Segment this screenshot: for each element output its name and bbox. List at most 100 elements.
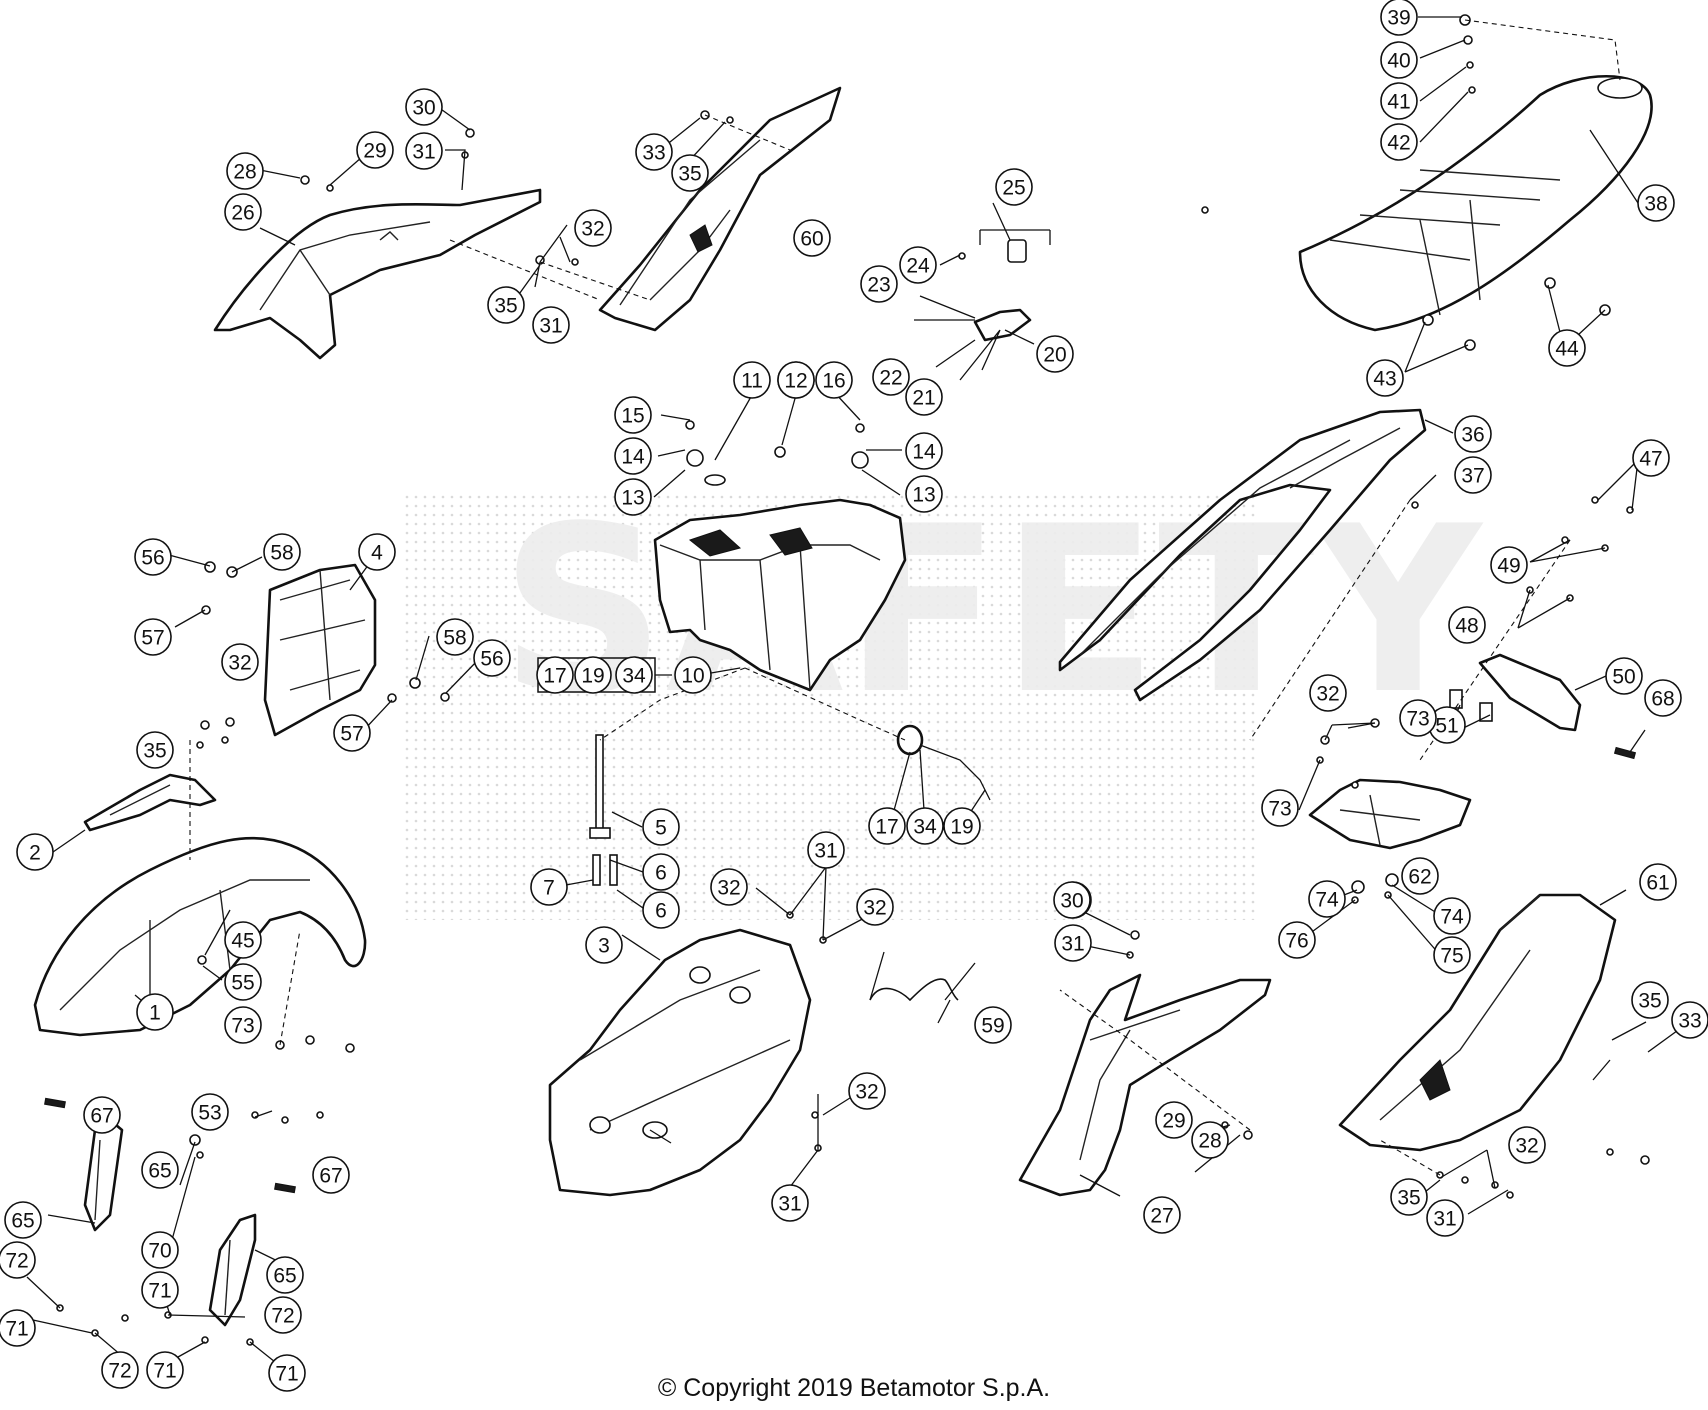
callout-label: 12 <box>784 370 807 393</box>
callout-label: 43 <box>1373 368 1396 391</box>
callout-label: 31 <box>539 315 562 338</box>
callout-label: 40 <box>1387 50 1410 73</box>
callout-20: 20 <box>1036 335 1074 373</box>
part-side-panel-left <box>1018 973 1272 1197</box>
callout-5: 5 <box>642 808 680 846</box>
callout-label: 34 <box>622 665 646 688</box>
callout-32: 32 <box>574 209 612 247</box>
callout-label: 67 <box>319 1165 342 1188</box>
callout-43: 43 <box>1366 359 1404 397</box>
callout-31: 31 <box>405 132 443 170</box>
callout-32: 32 <box>856 888 894 926</box>
callout-label: 68 <box>1651 688 1674 711</box>
part-reflector-rear <box>1613 746 1637 760</box>
callout-label: 49 <box>1497 555 1520 578</box>
part-fork-guard-right <box>208 1213 257 1327</box>
callout-49: 49 <box>1490 546 1528 584</box>
callout-label: 58 <box>270 542 293 565</box>
callout-50: 50 <box>1605 657 1643 695</box>
callout-label: 32 <box>1515 1135 1538 1158</box>
callout-48: 48 <box>1448 606 1486 644</box>
callout-label: 26 <box>231 202 254 225</box>
callout-label: 60 <box>800 228 823 251</box>
part-rear-bracket <box>1478 653 1582 732</box>
callout-21: 21 <box>905 378 943 416</box>
callout-2: 2 <box>16 833 54 871</box>
callout-label: 20 <box>1043 344 1066 367</box>
callout-65: 65 <box>266 1256 304 1294</box>
callout-label: 7 <box>543 877 555 900</box>
part-tank-bracket <box>973 239 1032 342</box>
callout-56: 56 <box>134 538 172 576</box>
callout-72: 72 <box>264 1296 302 1334</box>
callout-58: 58 <box>436 618 474 656</box>
callout-72: 72 <box>101 1351 139 1389</box>
callout-60: 60 <box>793 219 831 257</box>
callout-17: 17 <box>536 656 574 694</box>
callout-31: 31 <box>771 1184 809 1222</box>
callout-label: 73 <box>1268 798 1291 821</box>
callout-57: 57 <box>333 714 371 752</box>
callout-label: 14 <box>912 441 936 464</box>
callout-label: 72 <box>5 1250 28 1273</box>
callout-label: 2 <box>29 842 41 865</box>
callout-label: 35 <box>494 295 517 318</box>
callout-label: 19 <box>950 816 973 839</box>
callout-label: 38 <box>1644 193 1667 216</box>
callout-label: 75 <box>1440 945 1463 968</box>
callout-label: 45 <box>231 930 254 953</box>
callout-59: 59 <box>974 1006 1012 1044</box>
callout-label: 74 <box>1440 906 1464 929</box>
part-reflector-right <box>274 1182 296 1194</box>
callout-28: 28 <box>226 152 264 190</box>
callout-30: 30 <box>1053 881 1091 919</box>
callout-72: 72 <box>0 1241 36 1279</box>
callout-label: 59 <box>981 1015 1004 1038</box>
callout-label: 32 <box>1316 683 1339 706</box>
callout-label: 42 <box>1387 132 1410 155</box>
callout-32: 32 <box>221 643 259 681</box>
callout-label: 6 <box>655 900 667 923</box>
callout-31: 31 <box>1426 1199 1464 1237</box>
callout-15: 15 <box>614 396 652 434</box>
callout-13: 13 <box>905 475 943 513</box>
callout-label: 41 <box>1387 91 1410 114</box>
callout-37: 37 <box>1454 456 1492 494</box>
callout-label: 65 <box>273 1265 296 1288</box>
callout-22: 22 <box>872 358 910 396</box>
callout-36: 36 <box>1454 415 1492 453</box>
callout-label: 74 <box>1315 889 1339 912</box>
callout-label: 13 <box>912 484 935 507</box>
callout-35: 35 <box>671 154 709 192</box>
callout-42: 42 <box>1380 123 1418 161</box>
callout-70: 70 <box>141 1231 179 1269</box>
callout-label: 32 <box>581 218 604 241</box>
callout-label: 19 <box>581 665 604 688</box>
callout-label: 71 <box>153 1360 176 1383</box>
callout-label: 58 <box>443 627 466 650</box>
callout-24: 24 <box>899 246 937 284</box>
callout-label: 62 <box>1408 866 1431 889</box>
callout-34: 34 <box>906 807 944 845</box>
callout-label: 16 <box>822 370 845 393</box>
callout-67: 67 <box>312 1156 350 1194</box>
callout-label: 6 <box>655 862 667 885</box>
part-fuel-tank <box>653 498 907 692</box>
callout-label: 33 <box>1678 1010 1701 1033</box>
part-fuel-pipe <box>589 734 618 886</box>
callout-label: 25 <box>1002 177 1025 200</box>
callout-6: 6 <box>642 891 680 929</box>
callout-3: 3 <box>585 926 623 964</box>
callout-35: 35 <box>136 731 174 769</box>
part-front-fender <box>33 836 367 1037</box>
callout-17: 17 <box>868 807 906 845</box>
callout-label: 67 <box>90 1105 113 1128</box>
callout-40: 40 <box>1380 41 1418 79</box>
callout-label: 55 <box>231 972 254 995</box>
callout-label: 22 <box>879 367 902 390</box>
callout-label: 71 <box>5 1318 28 1341</box>
callout-34: 34 <box>615 656 653 694</box>
